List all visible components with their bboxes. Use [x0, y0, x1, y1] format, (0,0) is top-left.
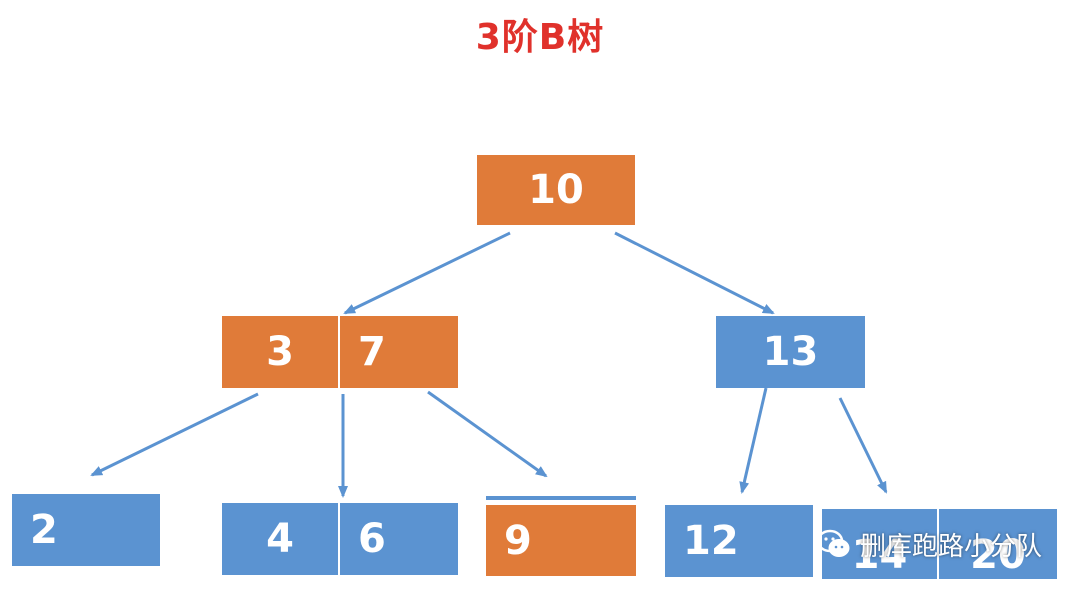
- edge-right-leaf-d: [739, 387, 768, 494]
- right-node-key-0: 13: [716, 316, 865, 388]
- leaf-d-key-0: 12: [665, 505, 813, 577]
- leaf-e-key-1: 20: [939, 509, 1057, 579]
- root-node-key-0: 10: [477, 155, 635, 225]
- left-node-key-1: 7: [340, 316, 458, 388]
- edge-left-leaf-a: [90, 392, 259, 477]
- leaf-a-key-0: 2: [12, 494, 160, 566]
- edge-left-leaf-c: [427, 390, 548, 478]
- wechat-icon: [816, 529, 850, 557]
- edge-right-leaf-e: [838, 397, 888, 494]
- leaf-b-key-0: 4: [222, 503, 340, 575]
- watermark: 删库跑路小分队: [816, 524, 1042, 564]
- edge-root-left: [343, 231, 511, 315]
- watermark-text: 删库跑路小分队: [860, 531, 1043, 562]
- diagram-title: 3阶B树: [475, 17, 605, 58]
- edge-root-right: [614, 231, 775, 315]
- leaf-c-top-bar: [486, 496, 636, 500]
- leaf-b-key-1: 6: [340, 503, 458, 575]
- left-node-key-0: 3: [222, 316, 340, 388]
- leaf-c-key-0: 9: [486, 505, 636, 576]
